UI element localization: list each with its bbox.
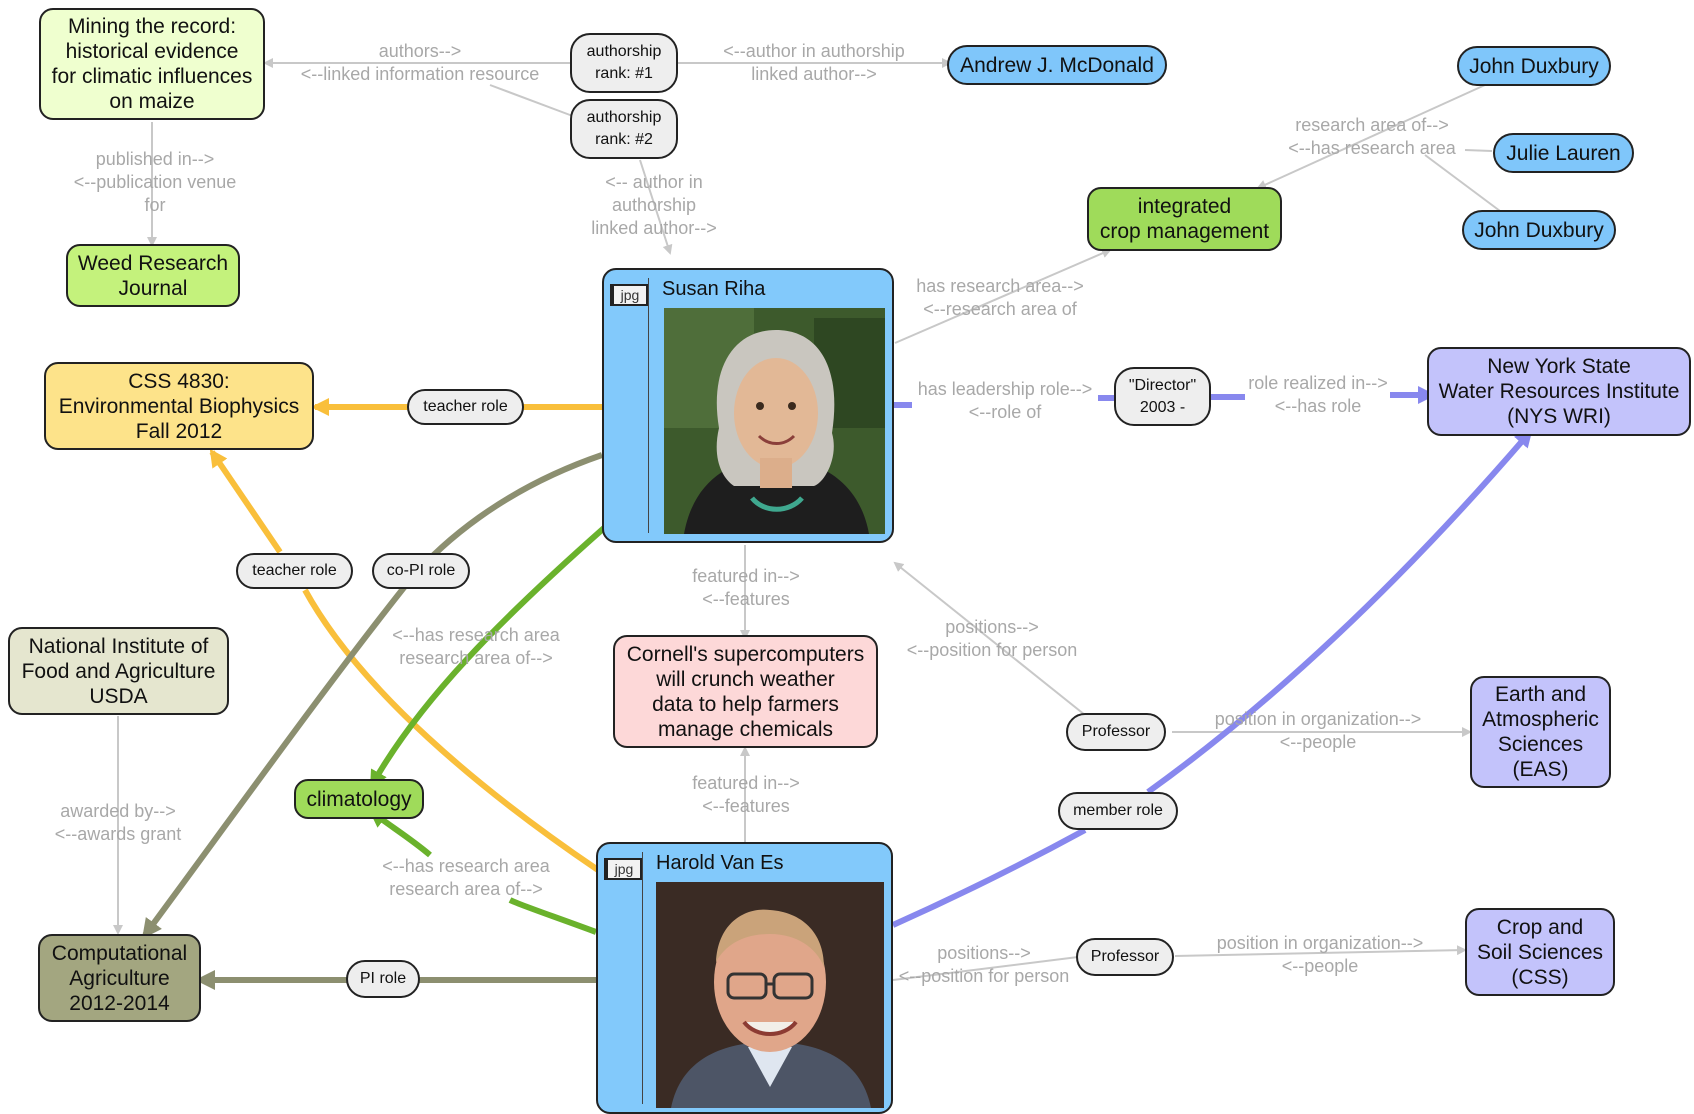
edge-label-pos-org-2: position in organization--> <--people xyxy=(1216,933,1424,976)
node-john-duxbury-2[interactable]: John Duxbury xyxy=(1462,210,1616,250)
pill-authorship-rank-1[interactable]: authorship rank: #1 xyxy=(570,33,678,93)
node-cornell-supercomputers[interactable]: Cornell's supercomputers will crunch wea… xyxy=(613,635,878,748)
node-css-4830-course[interactable]: CSS 4830: Environmental Biophysics Fall … xyxy=(44,362,314,450)
node-john-duxbury-1[interactable]: John Duxbury xyxy=(1457,46,1611,86)
jpg-badge: jpg xyxy=(604,858,642,880)
edge-teacher-vanes-a xyxy=(302,588,600,873)
node-nys-wri[interactable]: New York State Water Resources Institute… xyxy=(1427,347,1691,436)
pill-authorship-rank-2[interactable]: authorship rank: #2 xyxy=(570,99,678,159)
edge-label-author-in-2: <-- author in authorship linked author--… xyxy=(591,172,717,238)
edge-ra-duxbury2 xyxy=(1424,154,1501,212)
pill-teacher-role-1[interactable]: teacher role xyxy=(407,389,524,425)
edge-label-author-in-1: <--author in authorship linked author--> xyxy=(723,41,905,84)
edge-has-ra-vanes xyxy=(508,897,598,935)
edge-positions1 xyxy=(893,561,1086,716)
edge-label-leadership: has leadership role--> <--role of xyxy=(917,379,1093,422)
node-climatology[interactable]: climatology xyxy=(294,779,424,819)
edge-label-has-ra-1: <--has research area research area of--> xyxy=(392,625,560,668)
node-computational-agriculture[interactable]: Computational Agriculture 2012-2014 xyxy=(38,934,201,1022)
edge-teacher-vanes-b xyxy=(209,448,283,554)
edge-label-role-realized: role realized in--> <--has role xyxy=(1248,373,1388,416)
edge-label-has-research-area: has research area--> <--research area of xyxy=(916,276,1084,319)
edge-positions2 xyxy=(892,956,1079,981)
edge-auth2-link xyxy=(489,84,579,119)
person-card-harold-van-es[interactable]: jpg Harold Van Es xyxy=(596,842,893,1114)
edge-label-featured-1: featured in--> <--features xyxy=(692,566,800,609)
pill-pi-role[interactable]: PI role xyxy=(346,960,420,998)
edge-label-research-area-of: research area of--> <--has research area xyxy=(1288,115,1456,158)
portrait-photo-harold-van-es xyxy=(656,882,884,1108)
person-card-susan-riha[interactable]: jpg Susan Riha xyxy=(602,268,894,543)
edge-label-pos-org-1: position in organization--> <--people xyxy=(1214,709,1422,752)
pill-professor-1[interactable]: Professor xyxy=(1066,713,1166,751)
edge-ra-duxbury1 xyxy=(1256,84,1486,190)
edge-author-in-2 xyxy=(639,159,673,255)
edge-label-positions-1: positions--> <--position for person xyxy=(906,617,1078,660)
pill-director[interactable]: "Director" 2003 - xyxy=(1114,367,1211,426)
edge-pos-org2 xyxy=(1174,945,1467,957)
person-name-harold-van-es: Harold Van Es xyxy=(656,852,784,874)
card-divider xyxy=(642,852,643,1104)
person-name-susan-riha: Susan Riha xyxy=(662,278,766,300)
node-nifa-usda[interactable]: National Institute of Food and Agricultu… xyxy=(8,627,229,715)
pill-teacher-role-2[interactable]: teacher role xyxy=(236,553,353,589)
node-julie-lauren[interactable]: Julie Lauren xyxy=(1493,133,1634,173)
node-andrew-mcdonald[interactable]: Andrew J. McDonald xyxy=(947,45,1167,85)
edge-has-ra-riha xyxy=(369,525,606,789)
edge-label-authors: authors--> <--linked information resourc… xyxy=(300,41,540,84)
edge-label-published: published in--> <--publication venue for xyxy=(73,149,237,215)
node-integrated-crop-management[interactable]: integrated crop management xyxy=(1087,187,1282,251)
edge-ra-julie xyxy=(1464,149,1493,152)
pill-professor-2[interactable]: Professor xyxy=(1076,938,1174,976)
edge-label-awarded: awarded by--> <--awards grant xyxy=(54,801,182,844)
edge-member-a xyxy=(891,827,1087,928)
node-mining-the-record[interactable]: Mining the record: historical evidence f… xyxy=(39,8,265,120)
edge-member-b xyxy=(1146,428,1533,795)
edge-copi xyxy=(142,452,603,940)
portrait-photo-susan-riha xyxy=(664,308,885,534)
node-crop-soil-sciences[interactable]: Crop and Soil Sciences (CSS) xyxy=(1465,908,1615,996)
edge-label-has-ra-2: <--has research area research area of--> xyxy=(382,856,550,899)
edge-label-featured-2: featured in--> <--features xyxy=(692,773,800,816)
edge-label-positions-2: positions--> <--position for person xyxy=(898,943,1070,986)
node-weed-research-journal[interactable]: Weed Research Journal xyxy=(66,244,240,307)
card-divider xyxy=(648,278,649,533)
edge-has-ra xyxy=(894,248,1112,344)
pill-co-pi-role[interactable]: co-PI role xyxy=(372,553,470,589)
node-earth-atmospheric-sciences[interactable]: Earth and Atmospheric Sciences (EAS) xyxy=(1470,676,1611,788)
jpg-badge: jpg xyxy=(610,284,648,306)
pill-member-role[interactable]: member role xyxy=(1058,792,1178,830)
